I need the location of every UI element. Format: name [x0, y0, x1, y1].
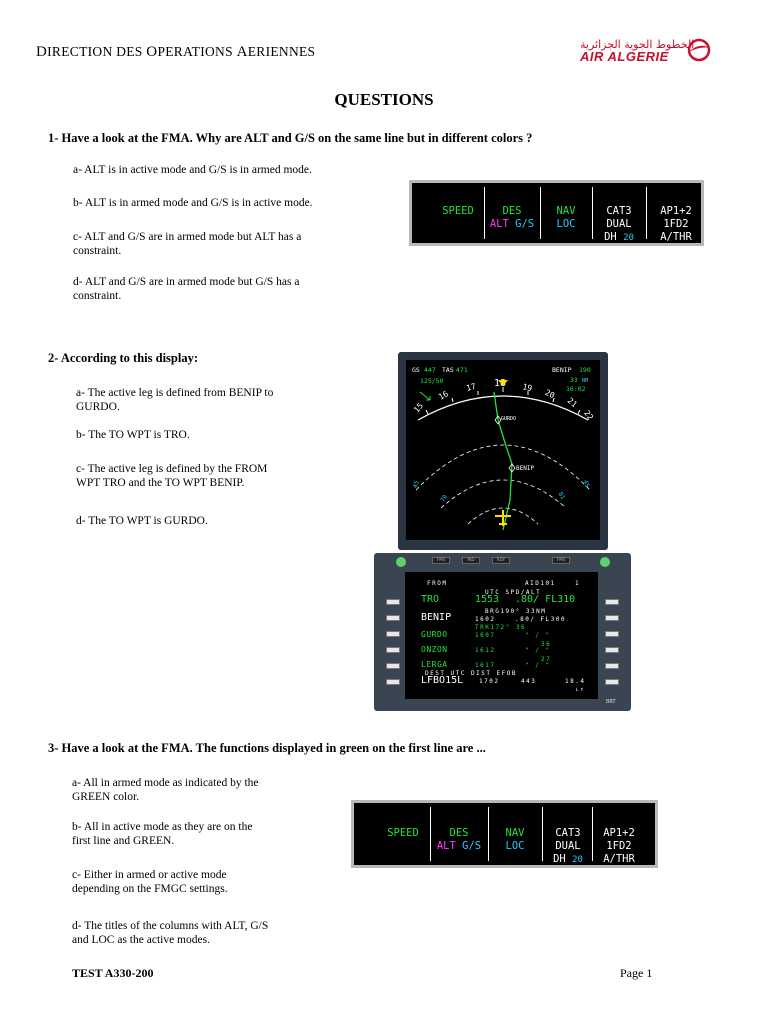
- footer-test-name: TEST A330-200: [72, 966, 154, 980]
- answer-2c-cont: WPT TRO and the TO WPT BENIP.: [76, 477, 245, 489]
- mcdu-ind-button[interactable]: IND: [462, 557, 480, 564]
- answer-3a-cont: GREEN color.: [72, 791, 140, 803]
- logo-name: AIR ALGERIE: [580, 49, 669, 64]
- lsk-2r[interactable]: [605, 615, 619, 621]
- answer-2a-cont: GURDO.: [76, 401, 120, 413]
- mcdu-screen: FROM AID101 1 UTC SPD/ALT TRO 1553 .80/ …: [405, 572, 598, 699]
- lsk-1l[interactable]: [386, 599, 400, 605]
- mcdu-flight: AID101: [525, 580, 556, 587]
- mcdu-wpt-lerga: LERGA: [421, 660, 448, 669]
- answer-1d-cont: constraint.: [73, 290, 122, 302]
- nd-range-right-outer: 45: [582, 479, 591, 489]
- answer-1a: a- ALT is in active mode and G/S is in a…: [73, 164, 312, 176]
- lsk-4r[interactable]: [605, 647, 619, 653]
- mcdu-right-knob[interactable]: [600, 557, 610, 567]
- answer-3a: a- All in armed mode as indicated by the: [72, 777, 259, 789]
- lsk-5l[interactable]: [386, 663, 400, 669]
- mcdu-page: 1: [575, 580, 581, 587]
- aircraft-symbol-icon: [495, 510, 511, 526]
- mcdu-wpt-gurdo: GURDO: [421, 630, 448, 639]
- footer-page-number: Page 1: [620, 966, 653, 980]
- answer-1b: b- ALT is in armed mode and G/S is in ac…: [73, 197, 313, 209]
- lsk-5r[interactable]: [605, 663, 619, 669]
- question-3: 3- Have a look at the FMA. The functions…: [48, 741, 486, 755]
- mcdu-wpt-onzon: ONZON: [421, 645, 448, 654]
- answer-2d: d- The TO WPT is GURDO.: [76, 515, 208, 527]
- answer-3b-cont: first line and GREEN.: [72, 835, 175, 847]
- lsk-1r[interactable]: [605, 599, 619, 605]
- answer-1c-cont: constraint.: [73, 245, 122, 257]
- nd-gs-label: GS: [412, 366, 420, 374]
- lsk-2l[interactable]: [386, 615, 400, 621]
- svg-text:16: 16: [437, 389, 450, 402]
- lsk-4l[interactable]: [386, 647, 400, 653]
- svg-text:21: 21: [566, 396, 579, 409]
- mcdu-fms-button-right[interactable]: FMS: [552, 557, 570, 564]
- nd-gs-value: 447: [424, 366, 436, 374]
- answer-3c: c- Either in armed or active mode: [72, 869, 227, 881]
- mcdu-wpt-tro: TRO: [421, 594, 440, 605]
- answer-2c: c- The active leg is defined by the FROM: [76, 463, 268, 475]
- up-down-arrow-icon: ↓↑: [575, 686, 586, 693]
- mcdu-rdy-button[interactable]: RDY: [492, 557, 510, 564]
- answer-1c: c- ALT and G/S are in armed mode but ALT…: [73, 231, 302, 243]
- logo-arabic-text: الخطوط الجوية الجزائرية: [580, 38, 695, 51]
- lsk-3l[interactable]: [386, 631, 400, 637]
- nd-range-left-inner: 70: [439, 493, 449, 503]
- mcdu-left-knob[interactable]: [396, 557, 406, 567]
- svg-text:15: 15: [412, 401, 425, 414]
- answer-3b: b- All in active mode as they are on the: [72, 821, 253, 833]
- answer-3d-cont: and LOC as the active modes.: [72, 934, 210, 946]
- department-header: DIRECTION DES OPERATIONS AERIENNES: [36, 44, 316, 60]
- nd-wind: 125/50: [420, 377, 444, 385]
- nd-distance: 33: [570, 376, 578, 384]
- svg-text:17: 17: [465, 382, 477, 393]
- air-algerie-logo-icon: [687, 38, 711, 62]
- question-1: 1- Have a look at the FMA. Why are ALT a…: [48, 131, 533, 145]
- mcdu-brightness-label: BRT: [606, 699, 616, 705]
- answer-2b: b- The TO WPT is TRO.: [76, 429, 190, 441]
- nd-range-right-inner: 81: [557, 491, 567, 501]
- page-title: QUESTIONS: [334, 90, 434, 109]
- svg-text:19: 19: [522, 382, 533, 393]
- svg-text:18: 18: [494, 378, 506, 389]
- lsk-3r[interactable]: [605, 631, 619, 637]
- answer-2a: a- The active leg is defined from BENIP …: [76, 387, 274, 399]
- mcdu-dest: LFBO15L: [421, 675, 464, 686]
- mcdu-panel: FMS IND RDY FMS FROM AID101 1 UTC SPD/AL…: [374, 553, 631, 711]
- nd-range-left-outer: 45: [412, 480, 421, 490]
- nd-tas-label: TAS: [442, 366, 454, 374]
- nd-eta: 16:02: [566, 385, 586, 393]
- nd-tas-value: 471: [456, 366, 468, 374]
- lsk-6l[interactable]: [386, 679, 400, 685]
- answer-3d: d- The titles of the columns with ALT, G…: [72, 920, 269, 932]
- navigation-display: GS 447 TAS 471 125/50 BENIP 190 33 NM 16…: [398, 352, 608, 550]
- fma-display-1: SPEED DES ALT G/S NAV LOC CAT3 DUAL DH 2…: [409, 180, 704, 246]
- mcdu-from-label: FROM: [427, 580, 448, 587]
- nd-waypoint-benip: BENIP: [516, 465, 534, 472]
- question-2: 2- According to this display:: [48, 351, 199, 365]
- wind-arrow-icon: [419, 391, 431, 401]
- answer-1d: d- ALT and G/S are in armed mode but G/S…: [73, 276, 300, 288]
- svg-text:22: 22: [582, 409, 595, 422]
- nd-bearing: 190: [579, 366, 591, 374]
- mcdu-wpt-benip: BENIP: [421, 612, 452, 623]
- nd-distance-unit: NM: [582, 378, 588, 384]
- fma-display-2: SPEED DES ALT G/S NAV LOC CAT3 DUAL DH 2…: [351, 800, 658, 868]
- nd-waypoint: BENIP: [552, 366, 572, 374]
- lsk-6r[interactable]: [605, 679, 619, 685]
- answer-3c-cont: depending on the FMGC settings.: [72, 883, 228, 895]
- nd-waypoint-gurdo: GURDO: [501, 416, 516, 422]
- mcdu-fms-button-left[interactable]: FMS: [432, 557, 450, 564]
- svg-text:20: 20: [544, 388, 557, 400]
